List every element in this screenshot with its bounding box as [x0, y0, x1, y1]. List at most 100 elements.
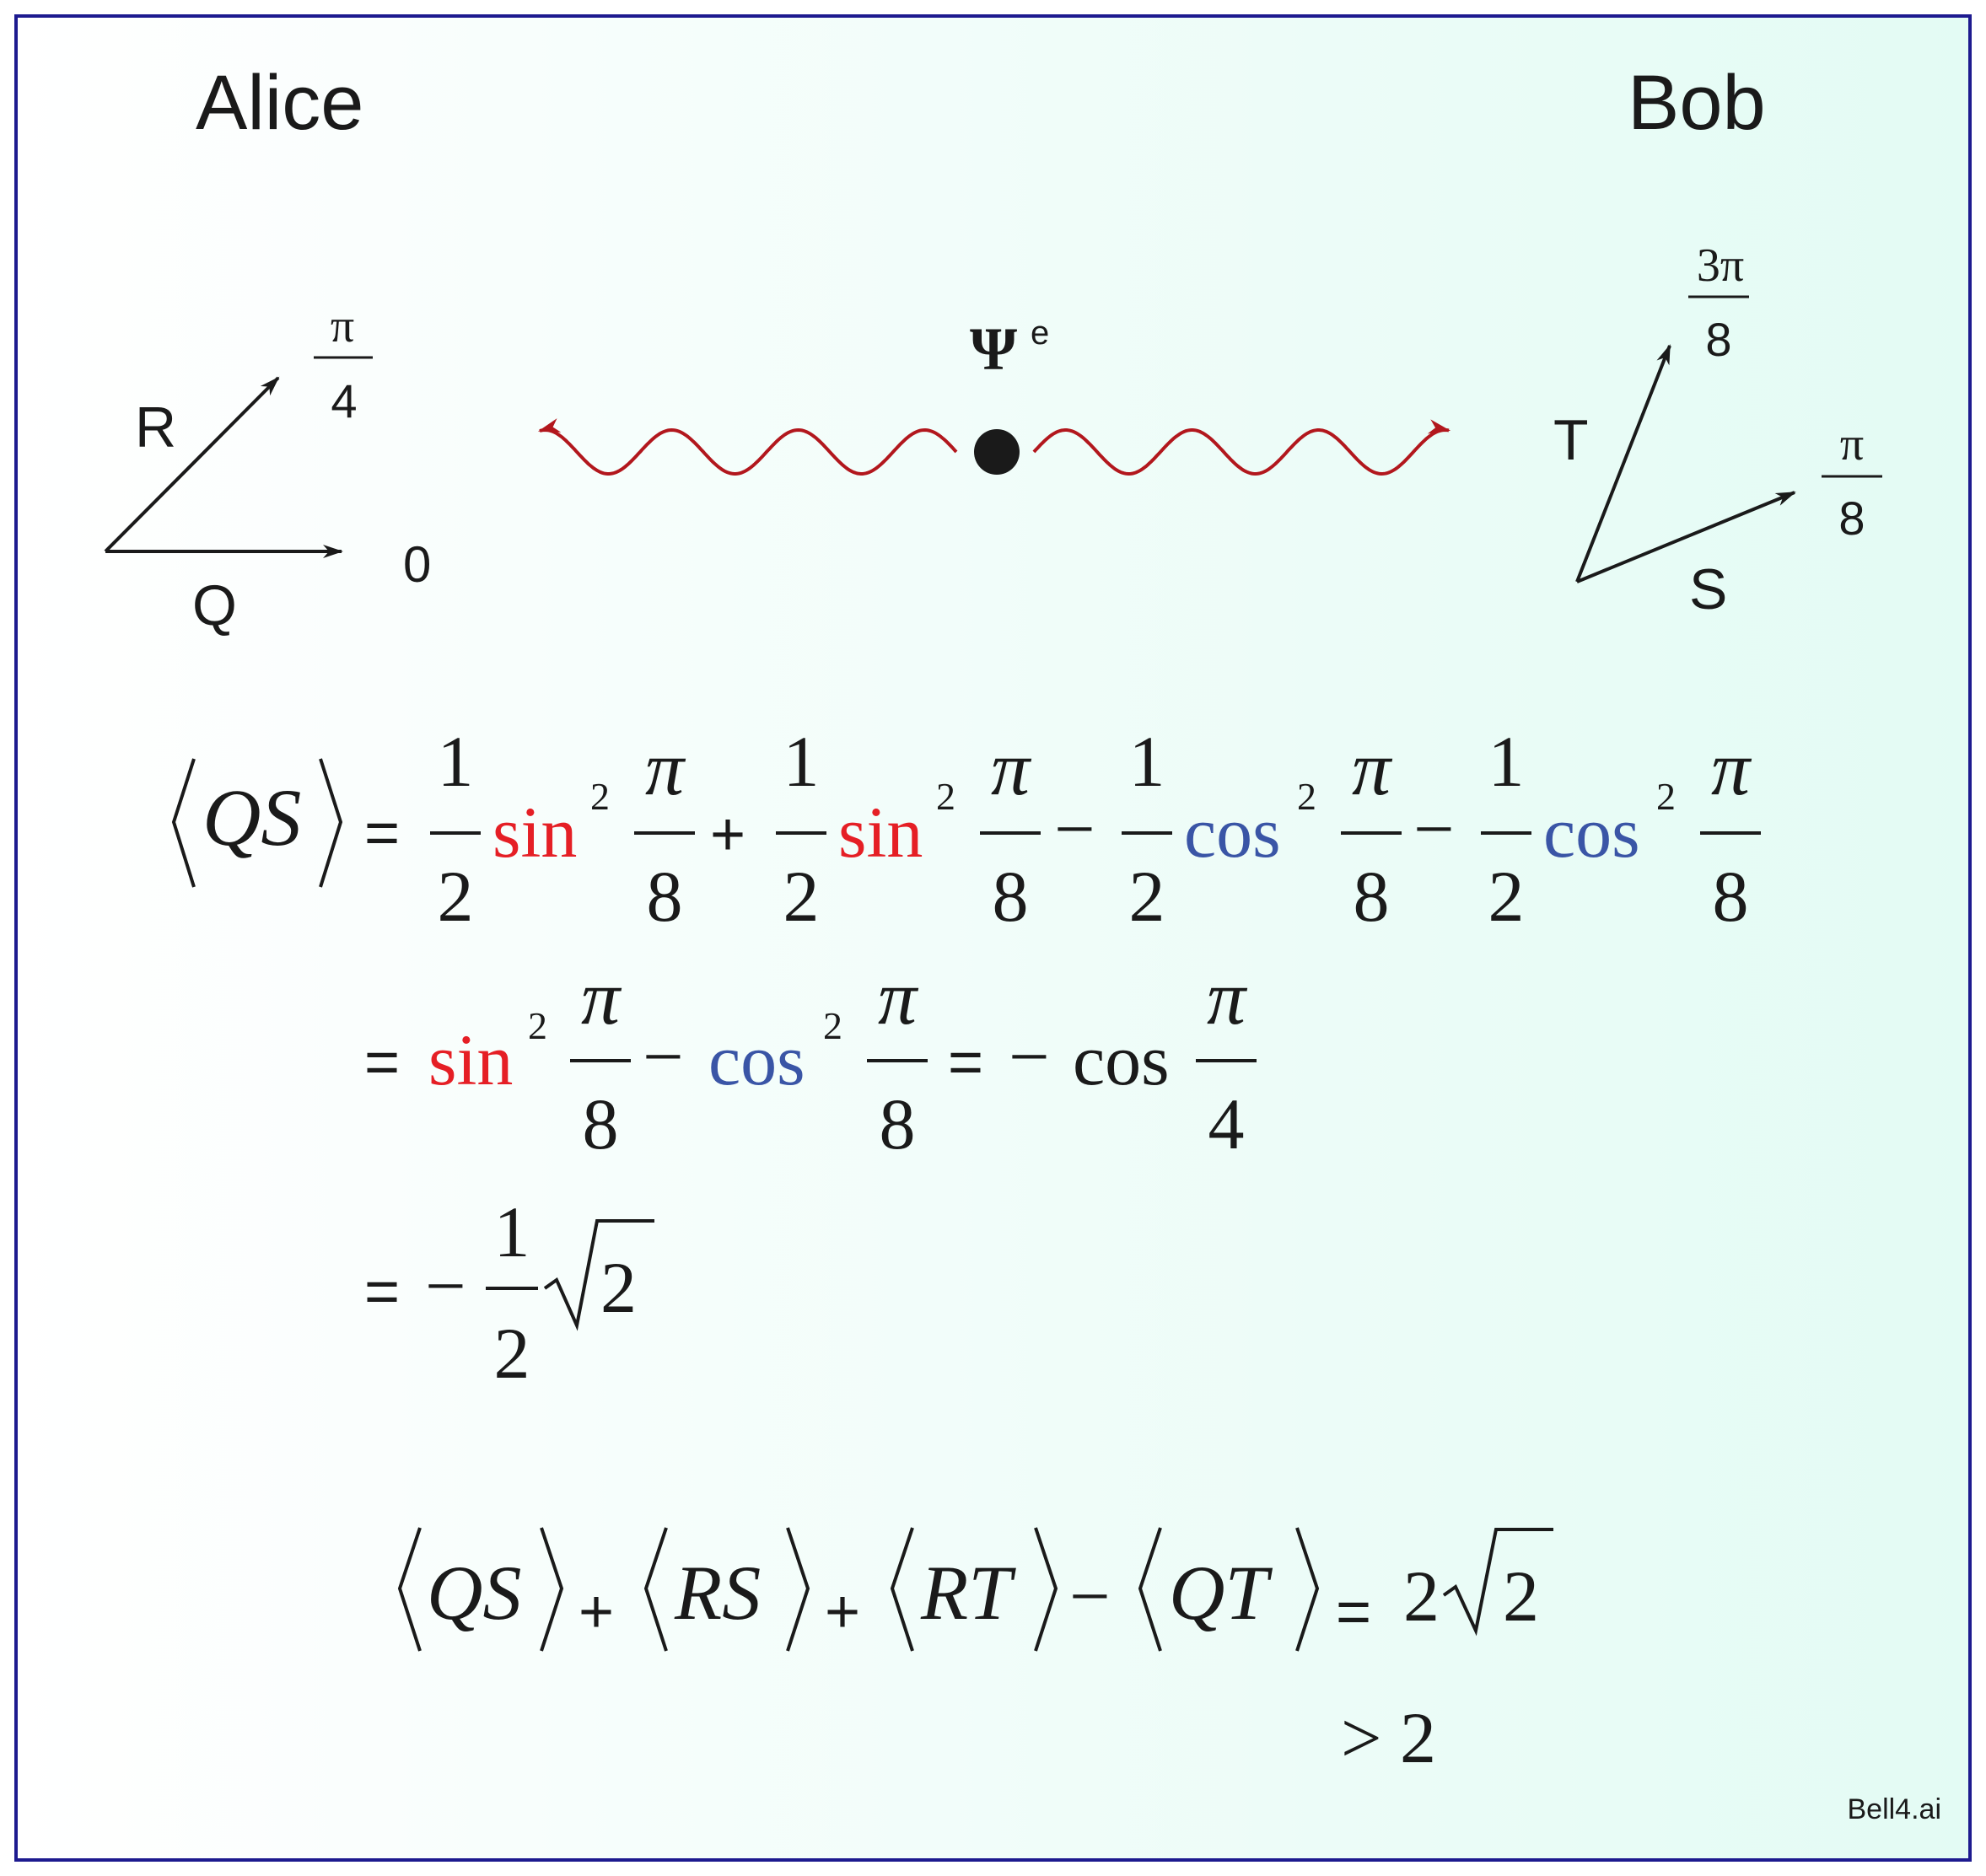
- rs-label: RS: [674, 1550, 761, 1636]
- right-angle-bracket: [786, 1527, 810, 1652]
- pi-numerator: π: [581, 954, 622, 1040]
- bob-axes: [1575, 344, 1796, 583]
- four-denominator: 4: [1208, 1083, 1245, 1164]
- radicand: 2: [600, 1247, 637, 1328]
- equation-line-2: = sin 2 π 8 − cos 2 π 8 = − cos π 4: [364, 954, 1257, 1164]
- half-numerator: 1: [1488, 721, 1525, 802]
- psi-symbol: Ψ: [970, 315, 1017, 383]
- bob-t-label: T: [1553, 408, 1589, 472]
- alice-angle-r-num: π: [331, 300, 354, 352]
- pi-numerator: π: [1711, 725, 1752, 811]
- bob-t-arrow: [1575, 344, 1671, 583]
- half-denominator: 2: [783, 856, 820, 937]
- square-exponent: 2: [823, 1004, 842, 1047]
- eight-denominator: 8: [583, 1083, 619, 1164]
- half-numerator: 1: [438, 721, 474, 802]
- left-angle-bracket: [1138, 1527, 1162, 1652]
- rt-label: RT: [920, 1550, 1016, 1636]
- plus-sign: +: [825, 1578, 860, 1646]
- psi-superscript: e: [1031, 314, 1049, 352]
- alice-angle-q: 0: [403, 536, 431, 593]
- alice-r-label: R: [135, 395, 176, 460]
- cos-function: cos: [708, 1019, 805, 1100]
- alice-q-label: Q: [192, 573, 237, 637]
- qs-label: QS: [427, 1550, 521, 1636]
- sin-function: sin: [428, 1019, 513, 1100]
- square-root-sign: [543, 1219, 654, 1331]
- alice-heading: Alice: [196, 60, 363, 146]
- alice-r-arrow: [104, 376, 280, 553]
- equals-sign: =: [364, 799, 400, 867]
- eight-denominator: 8: [1354, 856, 1390, 937]
- qt-label: QT: [1169, 1550, 1273, 1636]
- minus-sign: −: [425, 1245, 466, 1326]
- square-exponent: 2: [590, 775, 610, 818]
- square-exponent: 2: [528, 1004, 547, 1047]
- half-numerator: 1: [494, 1191, 530, 1272]
- half-denominator: 2: [494, 1313, 530, 1394]
- square-root-sign: [1442, 1528, 1553, 1637]
- greater-than-two: > 2: [1341, 1697, 1436, 1778]
- equals-sign: =: [364, 1258, 400, 1325]
- cos-function: cos: [1073, 1019, 1170, 1100]
- minus-sign: −: [643, 1016, 684, 1097]
- pi-numerator: π: [1352, 725, 1393, 811]
- right-angle-bracket: [1295, 1527, 1320, 1652]
- bob-heading: Bob: [1628, 60, 1766, 146]
- bob-angle-t-den: 8: [1705, 313, 1731, 366]
- source-particle: [974, 429, 1020, 475]
- minus-sign: −: [1413, 788, 1455, 869]
- equation-line-1: QS = 1 2 sin 2 π 8 + 1 2 sin 2 π 8 − 1 2…: [171, 721, 1761, 937]
- right-angle-bracket: [1034, 1527, 1058, 1652]
- minus-sign: −: [1054, 788, 1095, 869]
- left-angle-bracket: [643, 1527, 668, 1652]
- cos-function: cos: [1184, 792, 1281, 873]
- expectation-rs: RS: [643, 1527, 810, 1652]
- left-angle-bracket: [397, 1527, 422, 1652]
- square-exponent: 2: [1656, 775, 1676, 818]
- equals-sign: =: [1336, 1578, 1371, 1646]
- bob-angle-s-num: π: [1840, 418, 1864, 470]
- expectation-qs: QS: [397, 1527, 564, 1652]
- alice-axes: [104, 376, 343, 558]
- bob-angle-t-num: 3π: [1697, 239, 1744, 292]
- frame-border: [14, 14, 1972, 1862]
- bob-angle-s-den: 8: [1838, 492, 1865, 545]
- eight-denominator: 8: [993, 856, 1029, 937]
- photon-wave-right: [1032, 419, 1451, 476]
- sin-function: sin: [838, 792, 923, 873]
- plus-sign: +: [710, 801, 745, 868]
- expectation-qt: QT: [1138, 1527, 1320, 1652]
- minus-sign: −: [1009, 1016, 1050, 1097]
- left-angle-bracket: [171, 758, 196, 888]
- square-exponent: 2: [1297, 775, 1316, 818]
- photon-wave-left: [537, 418, 958, 476]
- background: [16, 16, 1970, 1860]
- pi-numerator: π: [878, 954, 919, 1040]
- equals-sign: =: [364, 1029, 400, 1096]
- eight-denominator: 8: [647, 856, 683, 937]
- half-denominator: 2: [1488, 856, 1525, 937]
- qs-label: QS: [202, 772, 301, 863]
- right-angle-bracket: [540, 1527, 564, 1652]
- half-denominator: 2: [438, 856, 474, 937]
- left-angle-bracket: [890, 1527, 914, 1652]
- half-numerator: 1: [783, 721, 820, 802]
- radicand: 2: [1503, 1556, 1539, 1637]
- pi-numerator: π: [991, 725, 1032, 811]
- watermark: Bell4.ai: [1847, 1793, 1941, 1825]
- bell-inequality: QS + RS + RT − QT = 2 2 > 2: [397, 1527, 1553, 1778]
- expectation-rt: RT: [890, 1527, 1058, 1652]
- half-denominator: 2: [1129, 856, 1165, 937]
- expectation-qs: QS: [171, 758, 343, 888]
- eight-denominator: 8: [1713, 856, 1749, 937]
- pi-numerator: π: [1207, 954, 1248, 1040]
- equation-line-3: = − 1 2 2: [364, 1191, 654, 1394]
- pi-numerator: π: [645, 725, 686, 811]
- right-angle-bracket: [319, 758, 343, 888]
- two-coefficient: 2: [1403, 1556, 1440, 1637]
- half-numerator: 1: [1129, 721, 1165, 802]
- bob-s-arrow: [1576, 491, 1796, 583]
- minus-sign: −: [1069, 1556, 1111, 1637]
